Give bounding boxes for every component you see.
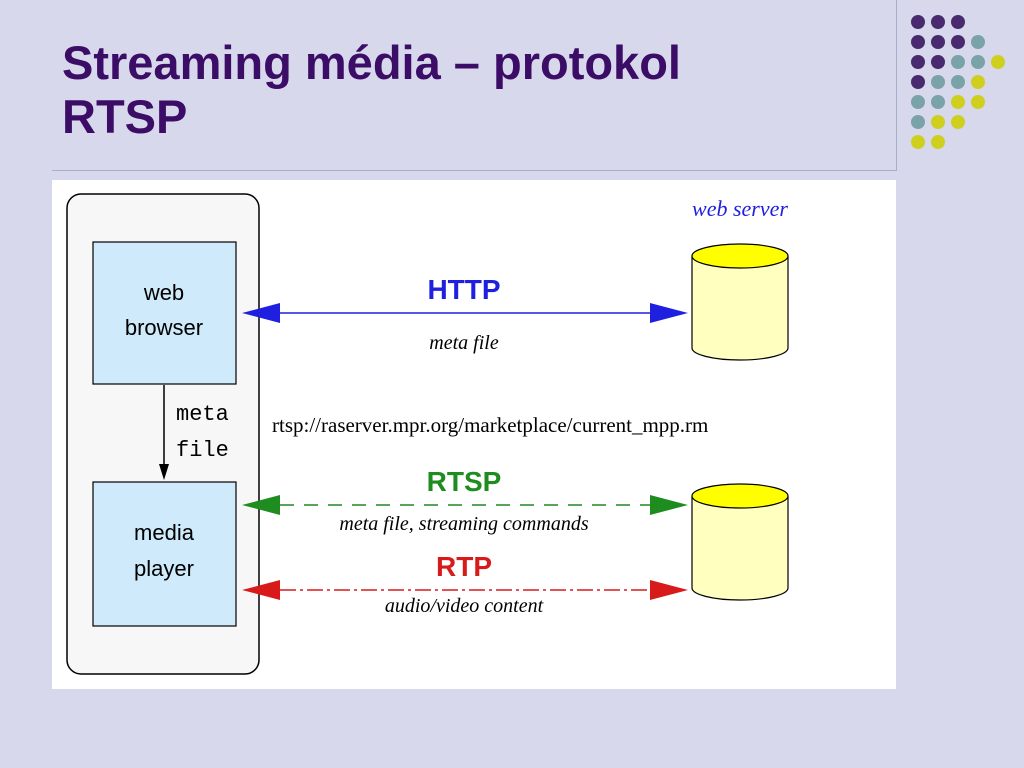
dot [931,55,945,69]
web-server-label: web server [692,196,788,221]
media-player-label-line1: media [134,520,195,545]
media-player-label-line2: player [134,556,194,581]
web-browser-label-line1: web [143,280,184,305]
dot [931,135,945,149]
rtp-arrowhead-left [242,580,280,600]
dot [971,95,985,109]
web-browser-label-line2: browser [125,315,203,340]
dot [911,35,925,49]
dot [911,55,925,69]
web-server-cylinder [691,243,789,361]
rtsp-url: rtsp://raserver.mpr.org/marketplace/curr… [272,413,708,437]
dot [931,75,945,89]
rtp-label: RTP [436,551,492,582]
meta-file-arrowhead [159,464,169,480]
media-server-cylinder [691,483,789,601]
rtp-sublabel: audio/video content [385,595,544,617]
dot [931,95,945,109]
rtp-arrowhead-right [650,580,688,600]
dot [951,15,965,29]
title-divider-vertical [896,0,897,171]
dot [971,75,985,89]
meta-file-label-line2: file [176,438,229,463]
dot [931,115,945,129]
dot [911,95,925,109]
dot [971,55,985,69]
title-divider-horizontal [52,170,897,171]
dot [971,35,985,49]
http-arrowhead-right [650,303,688,323]
rtsp-arrowhead-right [650,495,688,515]
rtsp-arrowhead-left [242,495,280,515]
slide-title-line-2: RTSP [62,90,188,143]
rtsp-diagram: web browser media player meta file web s… [52,180,896,689]
rtsp-sublabel: meta file, streaming commands [339,513,588,535]
dot [931,15,945,29]
web-browser-box [92,241,237,385]
dot [951,115,965,129]
media-player-box [92,481,237,627]
dot [911,115,925,129]
slide-title-line-1: Streaming média – protokol [62,36,681,89]
dot [951,35,965,49]
dot [911,75,925,89]
http-label: HTTP [427,274,500,305]
http-sublabel: meta file [429,332,499,354]
http-arrowhead-left [242,303,280,323]
dot [951,55,965,69]
rtsp-label: RTSP [427,466,502,497]
dot [991,55,1005,69]
dot [931,35,945,49]
slide-title: Streaming média – protokol RTSP [62,36,882,144]
dot [951,95,965,109]
dot [951,75,965,89]
dot [911,15,925,29]
decorative-dot-grid [911,15,1005,149]
dot [911,135,925,149]
meta-file-label-line1: meta [176,402,229,427]
